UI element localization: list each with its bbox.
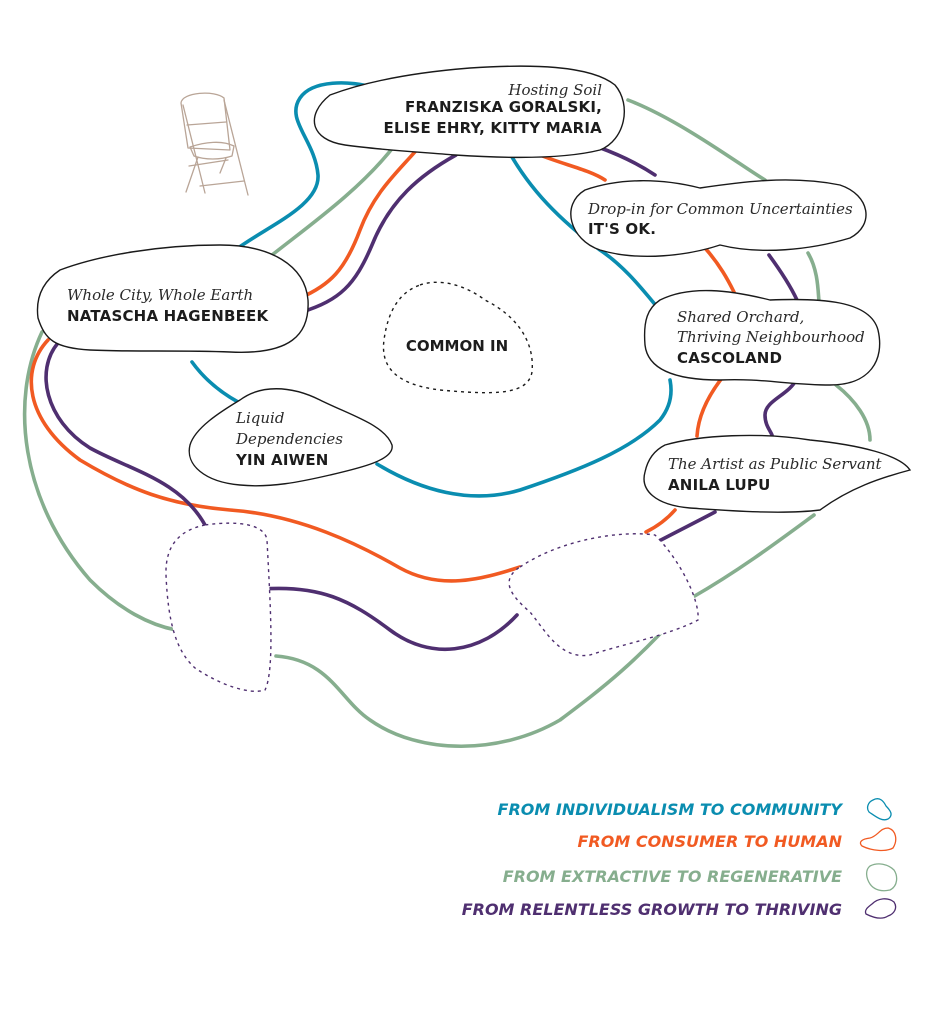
pathway-lines [22,81,872,748]
folding-chair-icon [180,92,249,196]
path-thriving-4 [763,376,799,437]
path-human [298,144,422,300]
project-artist[interactable]: The Artist as Public Servant ANILA LUPU [643,434,912,513]
path-regenerative-4 [834,383,872,442]
project-name: IT'S OK. [588,220,656,238]
path-human-5 [29,338,522,583]
project-title: Drop-in for Common Uncertainties [587,200,853,218]
center-label: COMMON IN [406,337,508,355]
path-thriving-3 [767,253,799,302]
empty-zone-left [165,522,272,692]
project-title: Whole City, Whole Earth [67,286,253,304]
green-blob-icon [865,863,898,892]
project-title: Shared Orchard, [677,308,804,326]
svg-text:FROM EXTRACTIVE TO REGENERATIV: FROM EXTRACTIVE TO REGENERATIVE [503,867,842,886]
path-thriving-2 [596,145,657,177]
purple-blob-icon [864,898,897,919]
path-human-2 [538,153,607,182]
empty-zone-right [508,533,699,657]
path-regenerative-5 [22,330,178,632]
svg-text:FROM CONSUMER TO HUMAN: FROM CONSUMER TO HUMAN [578,832,843,851]
path-human-6 [644,508,677,534]
legend-item-regenerative: FROM EXTRACTIVE TO REGENERATIVE [503,863,898,892]
project-name: FRANZISKA GORALSKI, [405,98,602,116]
path-regenerative-2 [626,98,767,182]
project-cascoland[interactable]: Shared Orchard, Thriving Neighbourhood C… [643,289,881,386]
legend: FROM INDIVIDUALISM TO COMMUNITY FROM CON… [462,798,898,919]
project-title: Thriving Neighbourhood [677,328,865,346]
path-thriving-6 [260,586,519,651]
path-thriving [300,153,458,314]
project-title: Liquid [235,409,284,427]
project-name: CASCOLAND [677,349,782,367]
path-human-3 [703,246,736,294]
orange-blob-icon [859,827,897,852]
path-regenerative [270,143,397,257]
project-title: Dependencies [235,430,343,448]
blue-blob-icon [866,798,892,821]
project-hosting-soil[interactable]: Hosting Soil FRANZISKA GORALSKI, ELISE E… [313,65,625,159]
svg-text:FROM RELENTLESS GROWTH TO THRI: FROM RELENTLESS GROWTH TO THRIVING [462,900,842,919]
path-regenerative-6 [274,513,816,748]
path-regenerative-3 [806,251,821,304]
project-whole-city[interactable]: Whole City, Whole Earth NATASCHA HAGENBE… [36,244,309,353]
path-thriving-5 [44,341,207,527]
project-name: ANILA LUPU [668,476,771,494]
path-community-4 [375,378,673,498]
path-community-3 [190,360,240,404]
project-title: Hosting Soil [507,81,602,99]
project-name: YIN AIWEN [235,451,329,469]
path-human-4 [695,376,724,438]
path-thriving-7 [657,510,717,543]
path-community [236,81,377,250]
legend-item-community: FROM INDIVIDUALISM TO COMMUNITY [498,798,892,821]
project-name: ELISE EHRY, KITTY MARIA [384,119,603,137]
legend-item-thriving: FROM RELENTLESS GROWTH TO THRIVING [462,898,897,919]
center-region: COMMON IN [382,281,533,394]
project-name: NATASCHA HAGENBEEK [67,307,269,325]
svg-text:FROM INDIVIDUALISM TO COMMUNIT: FROM INDIVIDUALISM TO COMMUNITY [498,800,844,819]
project-title: The Artist as Public Servant [668,455,883,473]
project-its-ok[interactable]: Drop-in for Common Uncertainties IT'S OK… [570,179,867,257]
project-liquid[interactable]: Liquid Dependencies YIN AIWEN [188,388,393,487]
legend-item-human: FROM CONSUMER TO HUMAN [578,827,897,852]
